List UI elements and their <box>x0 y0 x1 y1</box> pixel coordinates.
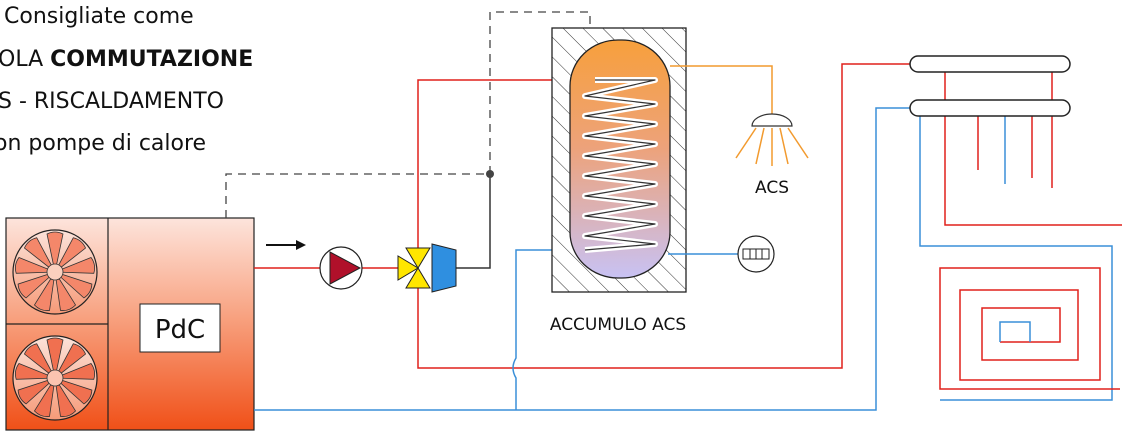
radiant-floor-coil <box>939 267 1120 390</box>
dhw-pipe <box>670 65 773 116</box>
heat-pump-label-box <box>139 303 221 353</box>
diverter-valve-icon <box>397 243 457 293</box>
control-line-tank-sensor <box>489 11 591 174</box>
shower-icon <box>735 113 809 166</box>
control-junction-dot <box>486 170 494 178</box>
heat-pump-label: PdC <box>155 315 205 345</box>
title-line-3: S - RISCALDAMENTO <box>0 89 224 114</box>
control-line-valve <box>456 174 491 269</box>
storage-tank: ACCUMULO ACS <box>550 27 687 335</box>
title-line-4: on pompe di calore <box>0 131 207 156</box>
manifold-flow <box>909 55 1071 73</box>
title-line-1: Consigliate come <box>4 4 194 29</box>
heating-manifold <box>909 55 1071 117</box>
circulator-pump-icon <box>319 246 363 290</box>
manifold-return <box>909 99 1071 117</box>
water-meter-icon <box>737 235 775 273</box>
fan-icon <box>12 229 98 315</box>
heat-exchanger-coil <box>584 79 656 251</box>
title-line-2-bold: COMMUTAZIONE <box>50 47 254 72</box>
control-wiring <box>225 11 591 218</box>
flow-pipes <box>254 63 1122 369</box>
return-pipes <box>254 107 1113 411</box>
title-line-2: OLA COMMUTAZIONE <box>0 47 253 72</box>
storage-tank-label: ACCUMULO ACS <box>550 315 686 335</box>
control-line-heat-pump <box>225 173 490 218</box>
heat-pump-unit: PdC <box>5 217 255 431</box>
dhw-outlet-label: ACS <box>755 178 789 198</box>
fan-icon <box>12 335 98 421</box>
flow-direction-arrow-icon <box>266 240 306 250</box>
title-line-2-prefix: OLA <box>0 47 51 72</box>
